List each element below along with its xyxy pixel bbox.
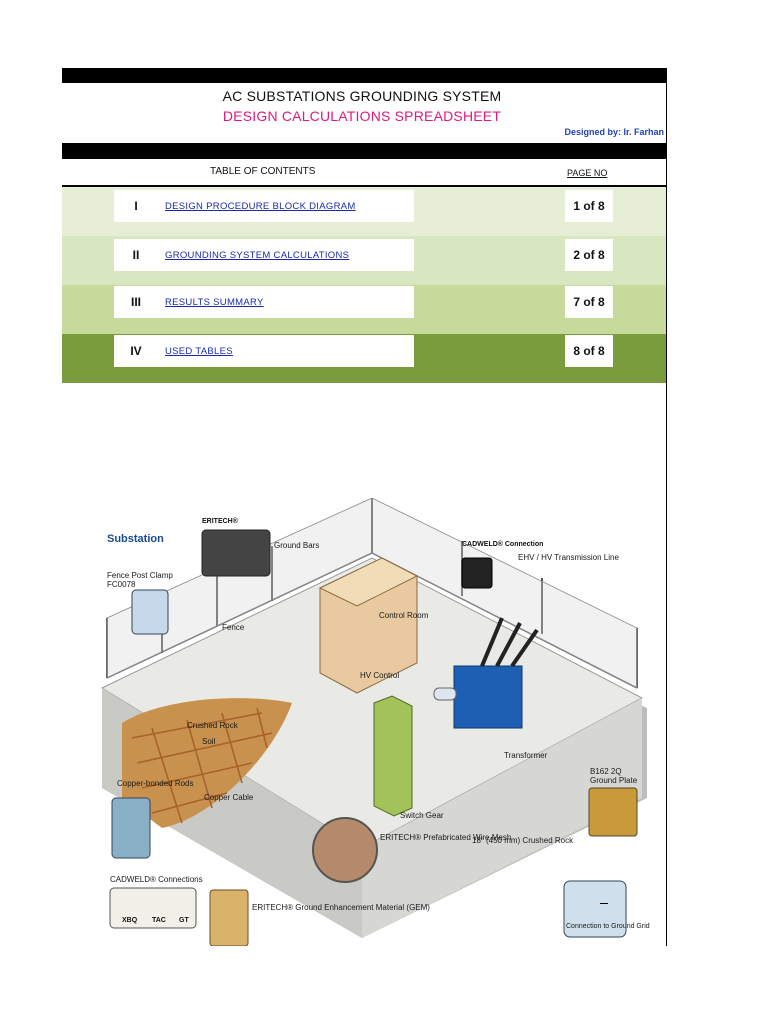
toc-page-number: 2 of 8 xyxy=(565,239,613,271)
copper-rods-label: Copper-bonded Rods xyxy=(117,779,194,788)
ground-side-right xyxy=(362,698,642,938)
toc-row: III RESULTS SUMMARY 7 of 8 xyxy=(62,285,666,334)
ground-plate-code-label: B162 2Q xyxy=(590,767,622,776)
hv-control-label: HV Control xyxy=(360,671,399,680)
toc-label: TABLE OF CONTENTS xyxy=(210,166,316,177)
copper-grid xyxy=(131,707,273,824)
fc-code-label: FC0078 xyxy=(107,580,136,589)
soil-cutaway xyxy=(122,698,292,828)
soil-label: Soil xyxy=(202,737,216,746)
ground-plate-label: Ground Plate xyxy=(590,776,638,785)
transmission-line xyxy=(495,622,522,667)
illustration-title: Substation xyxy=(107,533,164,545)
cadweld-connections-inset xyxy=(109,887,197,929)
transformer-bushing xyxy=(433,687,457,701)
toc-header: TABLE OF CONTENTS PAGE NO xyxy=(62,159,666,187)
control-room-label: Control Room xyxy=(379,611,429,620)
xbq-label: XBQ xyxy=(122,917,138,924)
rock-depth-label: 18" (450 mm) Crushed Rock xyxy=(472,836,574,845)
grid-connection-label: Connection to Ground Grid xyxy=(566,923,650,930)
cadweld-inset xyxy=(461,557,493,589)
transmission-line xyxy=(480,617,504,667)
gem-bag xyxy=(209,889,249,947)
toc-page-number: 1 of 8 xyxy=(565,190,613,222)
toc-number: II xyxy=(132,248,140,262)
fence-clamp-inset xyxy=(131,589,169,635)
switch-gear-label: Switch Gear xyxy=(400,811,444,820)
ground-grid-connection-inset xyxy=(563,880,627,938)
cadweld-connections-label: CADWELD® Connections xyxy=(110,875,203,884)
control-room-roof xyxy=(318,557,419,607)
toc-number: IV xyxy=(130,344,142,358)
wire-mesh-label: ERITECH® Prefabricated Wire Mesh xyxy=(380,833,511,842)
toc-row: II GROUNDING SYSTEM CALCULATIONS 2 of 8 xyxy=(62,236,666,285)
hv-control-cabinet xyxy=(373,695,413,817)
toc-link-design-procedure[interactable]: DESIGN PROCEDURE BLOCK DIAGRAM xyxy=(165,201,356,212)
fence-mesh xyxy=(106,497,638,689)
toc-link-used-tables[interactable]: USED TABLES xyxy=(165,346,233,357)
toc-title-cell: II GROUNDING SYSTEM CALCULATIONS xyxy=(114,239,414,271)
gt-label: GT xyxy=(179,917,189,924)
spreadsheet-page: AC SUBSTATIONS GROUNDING SYSTEM DESIGN C… xyxy=(62,68,667,947)
margin-tick xyxy=(600,903,608,904)
transformer xyxy=(453,665,523,729)
toc-row: IV USED TABLES 8 of 8 xyxy=(62,334,666,383)
transmission-line-label: EHV / HV Transmission Line xyxy=(518,553,619,562)
ground-plate-inset xyxy=(588,787,638,837)
designer-credit: Designed by: Ir. Farhan xyxy=(564,127,664,137)
toc-row: I DESIGN PROCEDURE BLOCK DIAGRAM 1 of 8 xyxy=(62,187,666,236)
cadweld-connection-label: CADWELD® Connection xyxy=(462,540,543,548)
copper-cable-label: Copper Cable xyxy=(204,793,254,802)
toc-title-cell: I DESIGN PROCEDURE BLOCK DIAGRAM xyxy=(114,190,414,222)
toc-number: III xyxy=(130,295,141,309)
copper-rods-inset xyxy=(111,797,151,859)
toc-page-number: 8 of 8 xyxy=(565,335,613,367)
ground-bar-inset xyxy=(201,529,271,577)
title-block: AC SUBSTATIONS GROUNDING SYSTEM DESIGN C… xyxy=(62,83,666,143)
toc-link-results-summary[interactable]: RESULTS SUMMARY xyxy=(165,297,264,308)
ground-bars-label: Ground Bars xyxy=(274,541,319,550)
toc-number: I xyxy=(134,199,138,213)
transformer-label: Transformer xyxy=(504,751,548,760)
substation-illustration: Substation ERITECH® Ground Bars CADWELD®… xyxy=(62,497,666,947)
crushed-rock-label: Crushed Rock xyxy=(187,721,239,730)
wire-mesh-inset xyxy=(312,817,378,883)
tac-label: TAC xyxy=(152,917,166,924)
fence-post-clamp-label: Fence Post Clamp xyxy=(107,571,173,580)
main-title: AC SUBSTATIONS GROUNDING SYSTEM xyxy=(222,88,502,104)
toc-title-cell: III RESULTS SUMMARY xyxy=(114,286,414,318)
eritech-label: ERITECH® xyxy=(202,517,239,525)
toc-title-cell: IV USED TABLES xyxy=(114,335,414,367)
blank-area xyxy=(62,383,666,498)
toc-page-number: 7 of 8 xyxy=(565,286,613,318)
fence-label: Fence xyxy=(222,623,245,632)
transmission-line xyxy=(510,628,539,668)
gem-label: ERITECH® Ground Enhancement Material (GE… xyxy=(252,903,430,912)
toc-link-grounding-calculations[interactable]: GROUNDING SYSTEM CALCULATIONS xyxy=(165,250,350,261)
subtitle: DESIGN CALCULATIONS SPREADSHEET xyxy=(222,108,502,124)
top-black-bar xyxy=(62,68,666,83)
page-no-label: PAGE NO xyxy=(567,168,608,178)
substation-drawing: Substation ERITECH® Ground Bars CADWELD®… xyxy=(100,497,650,947)
middle-black-bar xyxy=(62,143,666,159)
